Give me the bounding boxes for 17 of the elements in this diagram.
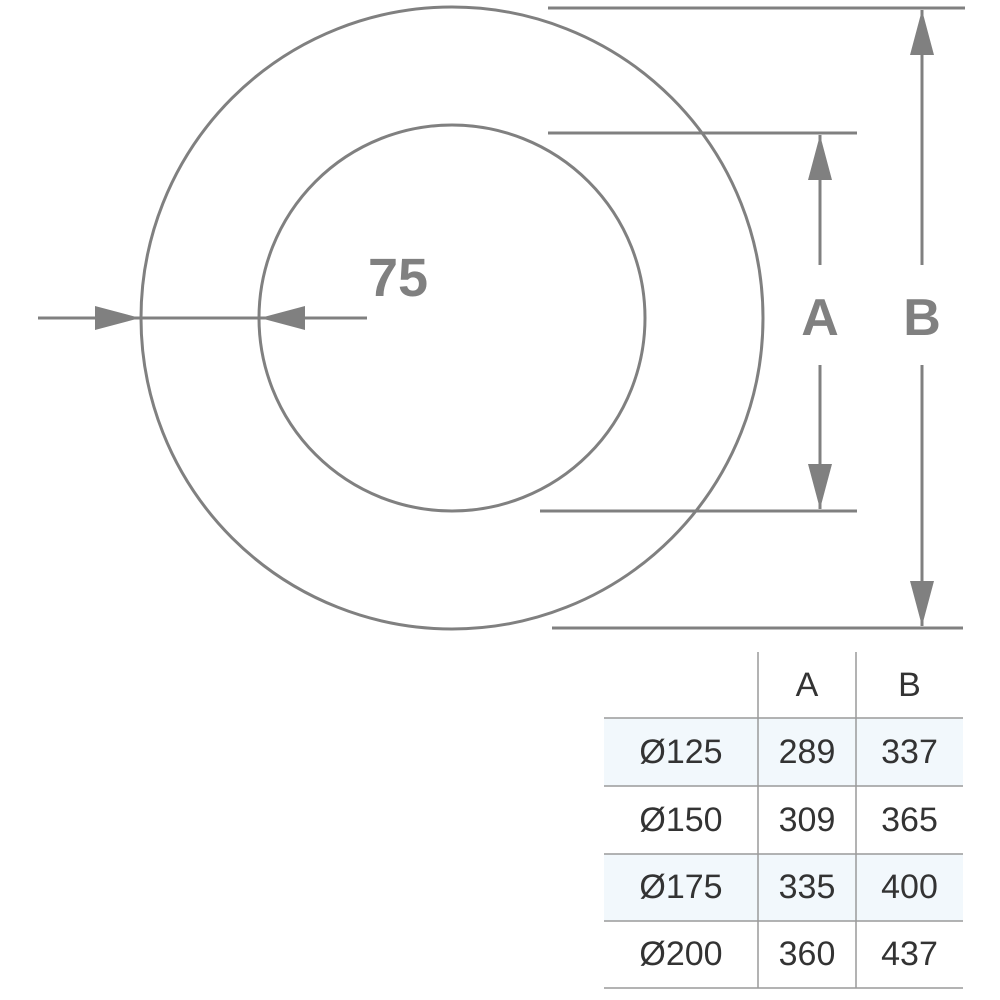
column-header: B bbox=[897, 664, 922, 706]
table-cell-text: 335 bbox=[778, 867, 836, 908]
table-cell-text: 437 bbox=[880, 934, 939, 975]
table-cell-text: 309 bbox=[778, 800, 836, 840]
column-header: A bbox=[794, 664, 820, 706]
row-header: Ø125 bbox=[638, 732, 724, 772]
table-cell-text: 289 bbox=[778, 732, 836, 772]
row-header: Ø200 bbox=[638, 934, 724, 975]
table-cell-text: 360 bbox=[778, 934, 836, 975]
dimension-label: 75 bbox=[366, 250, 430, 306]
table-cell-text: 337 bbox=[880, 732, 939, 772]
dimension-label: B bbox=[902, 290, 942, 346]
row-header: Ø150 bbox=[638, 800, 724, 840]
table-cell-text: 400 bbox=[880, 867, 939, 908]
row-header: Ø175 bbox=[638, 867, 724, 908]
table-cell-text: 365 bbox=[880, 800, 939, 840]
dimension-label: A bbox=[800, 290, 840, 346]
